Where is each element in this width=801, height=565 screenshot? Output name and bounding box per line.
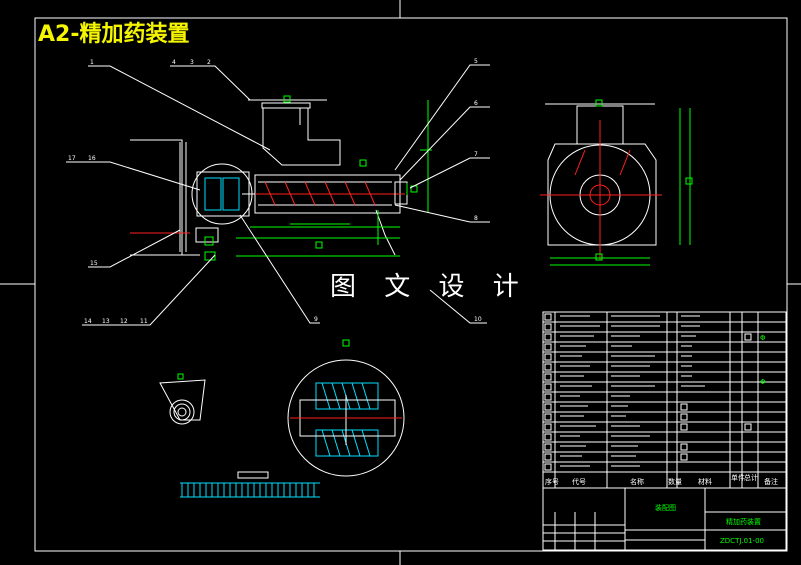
tb-col-unit: 单件 — [731, 473, 745, 482]
side-view — [540, 99, 693, 266]
front-view — [130, 95, 432, 261]
tb-col-no: 序号 — [545, 477, 559, 486]
callout-3: 3 — [190, 59, 194, 66]
hopper-detail — [159, 373, 206, 425]
callout-5: 5 — [474, 58, 478, 65]
callout-11: 11 — [140, 318, 148, 325]
coupling-detail — [287, 339, 405, 477]
callout-7: 7 — [474, 151, 478, 158]
leader-lines — [66, 64, 490, 326]
callout-1: 1 — [90, 59, 94, 66]
tb-col-remark: 备注 — [764, 477, 778, 486]
callout-9: 9 — [314, 316, 318, 323]
watermark-text: 图 文 设 计 — [330, 272, 529, 302]
callout-14: 14 — [84, 318, 92, 325]
callout-16: 16 — [88, 155, 96, 162]
section-strip — [180, 471, 320, 498]
tb-col-material: 材料 — [698, 477, 712, 486]
callout-10: 10 — [474, 316, 482, 323]
callout-12: 12 — [120, 318, 128, 325]
callout-6: 6 — [474, 100, 478, 107]
assembly-name: 装配图 — [655, 503, 676, 512]
drawing-number: ZDCTJ.01-00 — [720, 537, 764, 545]
callout-4: 4 — [172, 59, 176, 66]
callout-17: 17 — [68, 155, 76, 162]
callout-15: 15 — [90, 260, 98, 267]
drawing-title: A2-精加药装置 — [38, 22, 190, 47]
callout-labels: 1 4 3 2 5 6 7 8 17 16 15 9 10 14 13 12 1… — [68, 58, 482, 325]
tb-col-name: 名称 — [630, 477, 644, 486]
svg-text:Φ: Φ — [760, 378, 766, 386]
callout-13: 13 — [102, 318, 110, 325]
tb-col-qty: 数量 — [668, 477, 682, 486]
tb-col-code: 代号 — [572, 477, 586, 486]
product-name: 精加药装置 — [726, 517, 761, 526]
svg-text:Φ: Φ — [760, 334, 766, 342]
tb-col-total: 总计 — [744, 473, 758, 482]
title-block: Φ Φ 序号 代号 名称 数量 材料 单件 总计 备注 装配图 精加药装置 ZD… — [542, 311, 787, 551]
callout-8: 8 — [474, 215, 478, 222]
callout-2: 2 — [207, 59, 211, 66]
